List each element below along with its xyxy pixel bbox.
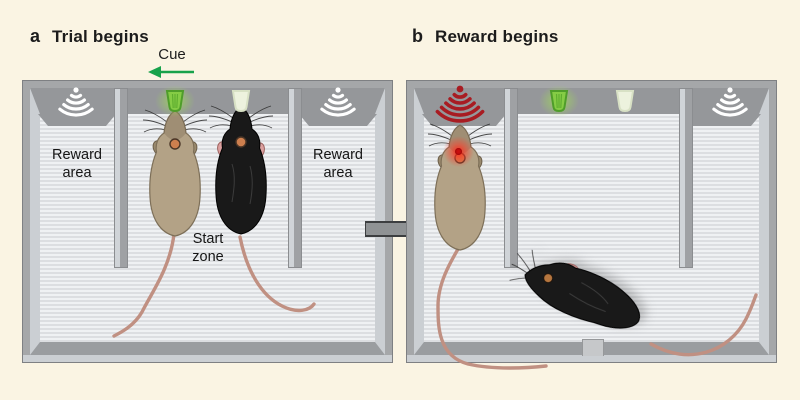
head-implant: [235, 136, 247, 148]
ultrasound-speaker-icon: [698, 87, 762, 121]
panel-b-header: b Reward begins: [412, 26, 559, 47]
arena-b: [406, 80, 777, 370]
right-alcove-wall: [299, 114, 377, 126]
tan-mouse: [142, 109, 208, 237]
ultrasound-speaker-icon: [44, 87, 108, 121]
active-ultrasound-speaker-icon: [410, 84, 510, 130]
cue-light-on-icon: [548, 89, 570, 113]
panel-a-title: Trial begins: [52, 27, 149, 46]
arena-a-bottom-wall: [23, 355, 392, 362]
reward-area-right-label: Reward area: [313, 147, 363, 181]
right-alcove-wall: [683, 114, 761, 126]
reward-area-left-label: Reward area: [52, 147, 102, 181]
arena-a: Reward area Reward area Start zone: [22, 80, 393, 363]
arena-b-floor: [414, 85, 769, 370]
panel-a-header: a Trial begins: [30, 26, 149, 47]
ultrasound-speaker-icon: [306, 87, 370, 121]
panel-a-label: a: [30, 26, 41, 46]
cue-annotation: Cue: [144, 46, 200, 85]
cue-light-off-icon: [614, 89, 636, 113]
cue-label: Cue: [158, 46, 186, 63]
cue-light-off-icon: [230, 89, 252, 113]
mouse-eye: [543, 273, 554, 284]
door-notch: [582, 339, 604, 356]
stimulation-glow-icon: [443, 136, 474, 167]
arena-a-floor: Reward area Reward area Start zone: [30, 85, 385, 355]
panel-b-label: b: [412, 26, 423, 46]
panel-b-title: Reward begins: [435, 27, 559, 46]
right-partition-wall: [679, 88, 693, 268]
cue-light-on-icon: [164, 89, 186, 113]
left-alcove-wall: [38, 114, 116, 126]
black-mouse: [208, 105, 274, 235]
left-partition-wall: [114, 88, 128, 268]
head-implant: [169, 138, 181, 150]
cue-left-arrow-icon: [148, 66, 194, 78]
start-zone-label: Start zone: [192, 231, 224, 265]
arena-b-bottom-wall: [407, 355, 776, 362]
black-mouse: [509, 249, 641, 329]
